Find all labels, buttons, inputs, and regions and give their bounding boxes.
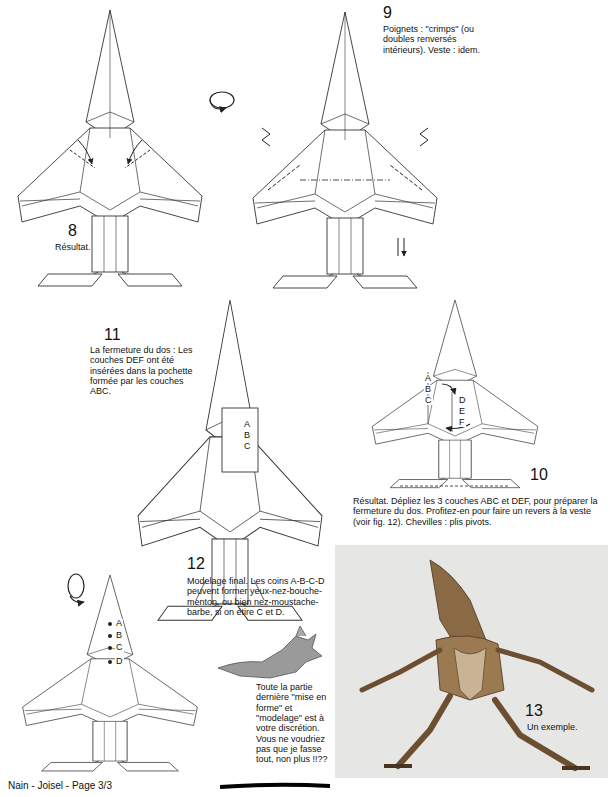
layer-letter: A: [243, 420, 251, 429]
layer-letter: E: [458, 407, 466, 416]
turn-over-arrow: [210, 92, 234, 109]
grey-model-photo: [218, 626, 322, 678]
layer-letter: F: [458, 418, 466, 427]
step-number: 13: [525, 702, 543, 720]
turn-arrow: [68, 574, 84, 602]
layer-letter: C: [424, 396, 433, 405]
instruction-text: Résultat. Dépliez les 3 couches ABC et D…: [353, 496, 605, 527]
photo-caption: Un exemple.: [527, 722, 578, 732]
instruction-text: La fermeture du dos : Les couches DEF on…: [90, 345, 202, 397]
step-number: 12: [187, 555, 205, 573]
corner-letter: C: [115, 643, 124, 652]
step-number: 9: [383, 4, 392, 22]
finished-model-photo: [335, 545, 608, 778]
brush-underline: [220, 785, 330, 787]
layer-letter: A: [424, 374, 432, 383]
layer-letter: B: [424, 385, 432, 394]
layer-letter: C: [243, 442, 252, 451]
step-caption: Résultat.: [55, 242, 91, 252]
instruction-text: Poignets : "crimps" (ou doubles renversé…: [383, 24, 495, 55]
step-10-figure: [372, 300, 538, 488]
step-number: 8: [68, 222, 77, 240]
instruction-text: Modelage final. Les coins A-B-C-D peuven…: [187, 576, 327, 617]
step-12-figure: [23, 575, 198, 771]
page-footer: Nain - Joisel - Page 3/3: [8, 780, 112, 792]
corner-letter: A: [115, 619, 123, 628]
step-number: 11: [104, 326, 121, 344]
step-8-figure: [18, 10, 202, 286]
note-text: Toute la partie dernière "mise en forme"…: [256, 682, 330, 765]
corner-letter: B: [115, 631, 123, 640]
corner-letter: D: [115, 657, 124, 666]
layer-letter: B: [243, 431, 251, 440]
step-number: 10: [530, 466, 548, 484]
layer-letter: D: [458, 396, 467, 405]
